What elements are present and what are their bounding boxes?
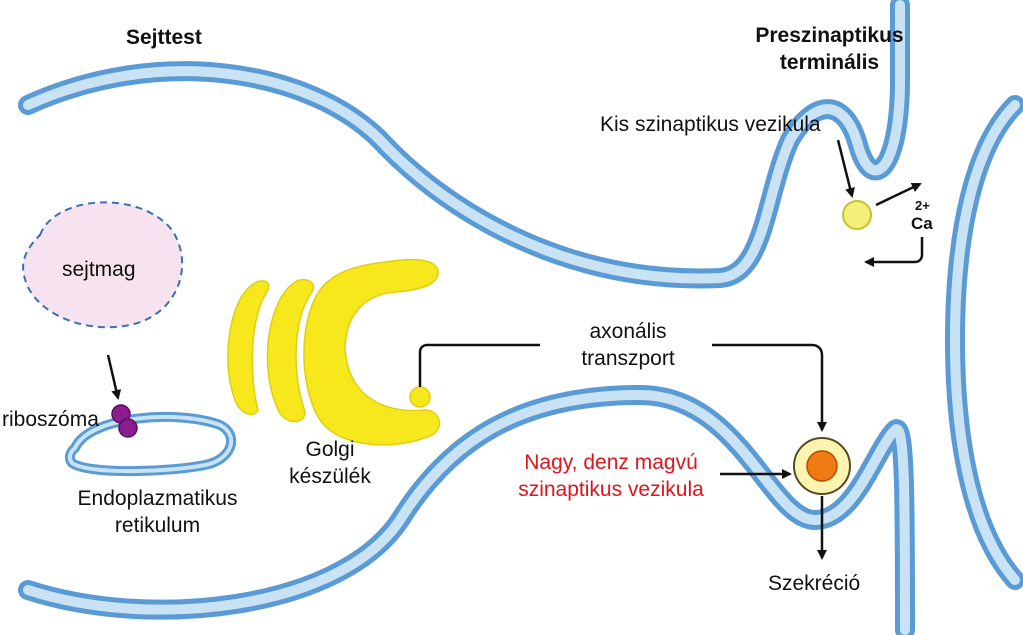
dense-core-vesicle-icon <box>793 437 851 495</box>
small-vesicle-label: Kis szinaptikus vezikula <box>600 113 821 136</box>
er-label: Endoplazmatikus retikulum <box>60 485 255 539</box>
soma-title: Sejttest <box>126 26 202 49</box>
ribosome-icon <box>118 418 138 438</box>
secretion-label: Szekréció <box>768 572 861 595</box>
ribosome-label: riboszóma <box>2 408 99 431</box>
endoplasmic-reticulum <box>64 411 236 477</box>
golgi-apparatus <box>227 258 441 446</box>
cell-membrane <box>18 0 915 635</box>
calcium-charge: 2+ <box>915 198 930 213</box>
dcv-label-line1: Nagy, denz magvú <box>524 451 698 474</box>
small-vesicle-pointer-arrow <box>836 139 855 198</box>
transport-label: axonális transzport <box>548 318 708 372</box>
terminal-title-line2: terminális <box>779 51 880 74</box>
nucleus <box>22 201 183 329</box>
golgi-label-line2: készülék <box>289 465 371 488</box>
transport-label-line2: transzport <box>581 347 675 370</box>
small-synaptic-vesicle-icon <box>842 200 872 230</box>
er-label-line2: retikulum <box>114 514 201 537</box>
dcv-label: Nagy, denz magvú szinaptikus vezikula <box>505 449 717 503</box>
calcium-symbol: Ca <box>911 214 933 233</box>
dcv-label-line2: szinaptikus vezikula <box>518 478 704 501</box>
calcium-in-arrow <box>864 237 924 267</box>
golgi-label-line1: Golgi <box>305 438 355 461</box>
terminal-title-line1: Preszinaptikus <box>755 24 904 47</box>
golgi-label: Golgi készülék <box>275 436 385 490</box>
calcium-out-arrow <box>875 182 922 207</box>
postsynaptic-membrane <box>944 95 1023 590</box>
transport-arrow-right <box>712 343 827 432</box>
transport-line-left <box>418 343 540 387</box>
nucleus-label: sejtmag <box>62 258 136 281</box>
er-label-line1: Endoplazmatikus <box>77 487 238 510</box>
nucleus-to-ribosome-arrow <box>106 354 122 400</box>
terminal-title: Preszinaptikus terminális <box>742 22 917 76</box>
transport-label-line1: axonális <box>589 320 667 343</box>
